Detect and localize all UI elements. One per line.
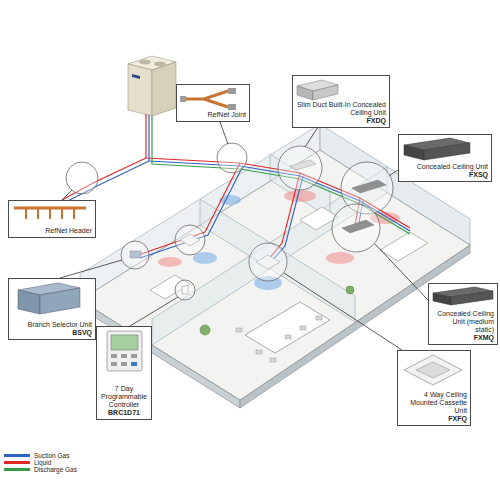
- plant: [200, 325, 210, 335]
- unit-name: RefNet Header: [12, 227, 92, 235]
- legend-text: Liquid: [34, 459, 51, 466]
- warm-air: [158, 257, 182, 267]
- leader-line: [375, 244, 428, 300]
- legend: Suction GasLiquidDischarge Gas: [4, 452, 77, 473]
- chair: [270, 358, 276, 362]
- detail-circle: [121, 241, 149, 269]
- conference-table: [245, 302, 330, 353]
- leader-line: [130, 297, 178, 326]
- unit-name: Concealed Ceiling Unit: [402, 163, 488, 171]
- leader-line: [60, 260, 122, 278]
- callout-box: 7 Day Programmable ControllerBRC1D71: [96, 326, 152, 420]
- unit-name: Concealed Ceiling Unit (medium static): [432, 310, 494, 334]
- liquid-pipe: [62, 158, 146, 200]
- model-code: FXMQ: [432, 334, 494, 342]
- legend-swatch: [4, 461, 30, 464]
- callout-box: RefNet Header: [8, 200, 96, 238]
- suction-pipe: [140, 166, 243, 258]
- detail-circle: [278, 146, 322, 190]
- chair: [236, 328, 242, 332]
- model-code: FXSQ: [402, 171, 488, 179]
- legend-swatch: [4, 454, 30, 457]
- model-code: FXDQ: [296, 117, 386, 125]
- liquid-pipe: [138, 163, 240, 255]
- legend-row: Liquid: [4, 459, 77, 466]
- detail-circle: [217, 143, 247, 173]
- chair: [256, 350, 262, 354]
- suction-pipe: [64, 161, 149, 203]
- warm-air: [326, 252, 354, 264]
- chair: [300, 326, 306, 330]
- legend-swatch: [4, 468, 30, 471]
- callout-box: Slim Duct Built-In Concealed Ceiling Uni…: [292, 75, 390, 128]
- partition-wall: [200, 199, 355, 322]
- callout-box: Branch Selector UnitBSVQ: [8, 278, 96, 340]
- detail-circle: [332, 204, 380, 252]
- leader-line: [284, 273, 402, 350]
- leader-line: [62, 190, 72, 200]
- legend-row: Discharge Gas: [4, 466, 77, 473]
- cool-air: [219, 195, 241, 205]
- chair: [285, 335, 291, 339]
- outdoor-unit-logo: [132, 74, 140, 79]
- chair: [316, 316, 322, 320]
- legend-text: Suction Gas: [34, 452, 69, 459]
- outdoor-unit-front: [128, 64, 152, 116]
- callout-box: 4 Way Ceiling Mounted Cassette UnitFXFQ: [397, 350, 471, 426]
- unit-name: Slim Duct Built-In Concealed Ceiling Uni…: [296, 101, 386, 117]
- legend-row: Suction Gas: [4, 452, 77, 459]
- callout-box: Concealed Ceiling Unit (medium static)FX…: [428, 283, 498, 345]
- detail-circle: [249, 243, 287, 281]
- warm-air: [284, 190, 316, 202]
- leader-line: [305, 127, 318, 147]
- unit-name: RefNet Joint: [180, 111, 246, 119]
- outdoor-unit-side: [152, 62, 176, 116]
- plant: [346, 286, 354, 294]
- callout-box: Concealed Ceiling UnitFXSQ: [398, 134, 492, 182]
- detail-circle: [175, 225, 205, 255]
- outdoor-unit-fan: [139, 60, 151, 65]
- leader-line: [220, 122, 228, 144]
- legend-text: Discharge Gas: [34, 466, 77, 473]
- model-code: BSVQ: [12, 329, 92, 337]
- unit-name: 4 Way Ceiling Mounted Cassette Unit: [401, 391, 467, 415]
- model-code: FXFQ: [401, 415, 467, 423]
- outdoor-unit-fan: [154, 62, 166, 67]
- callout-box: RefNet Joint: [176, 84, 250, 122]
- unit-name: 7 Day Programmable Controller: [100, 385, 148, 409]
- leader-line: [389, 170, 398, 176]
- detail-circle: [66, 162, 98, 194]
- model-code: BRC1D71: [100, 409, 148, 417]
- unit-name: Branch Selector Unit: [12, 321, 92, 329]
